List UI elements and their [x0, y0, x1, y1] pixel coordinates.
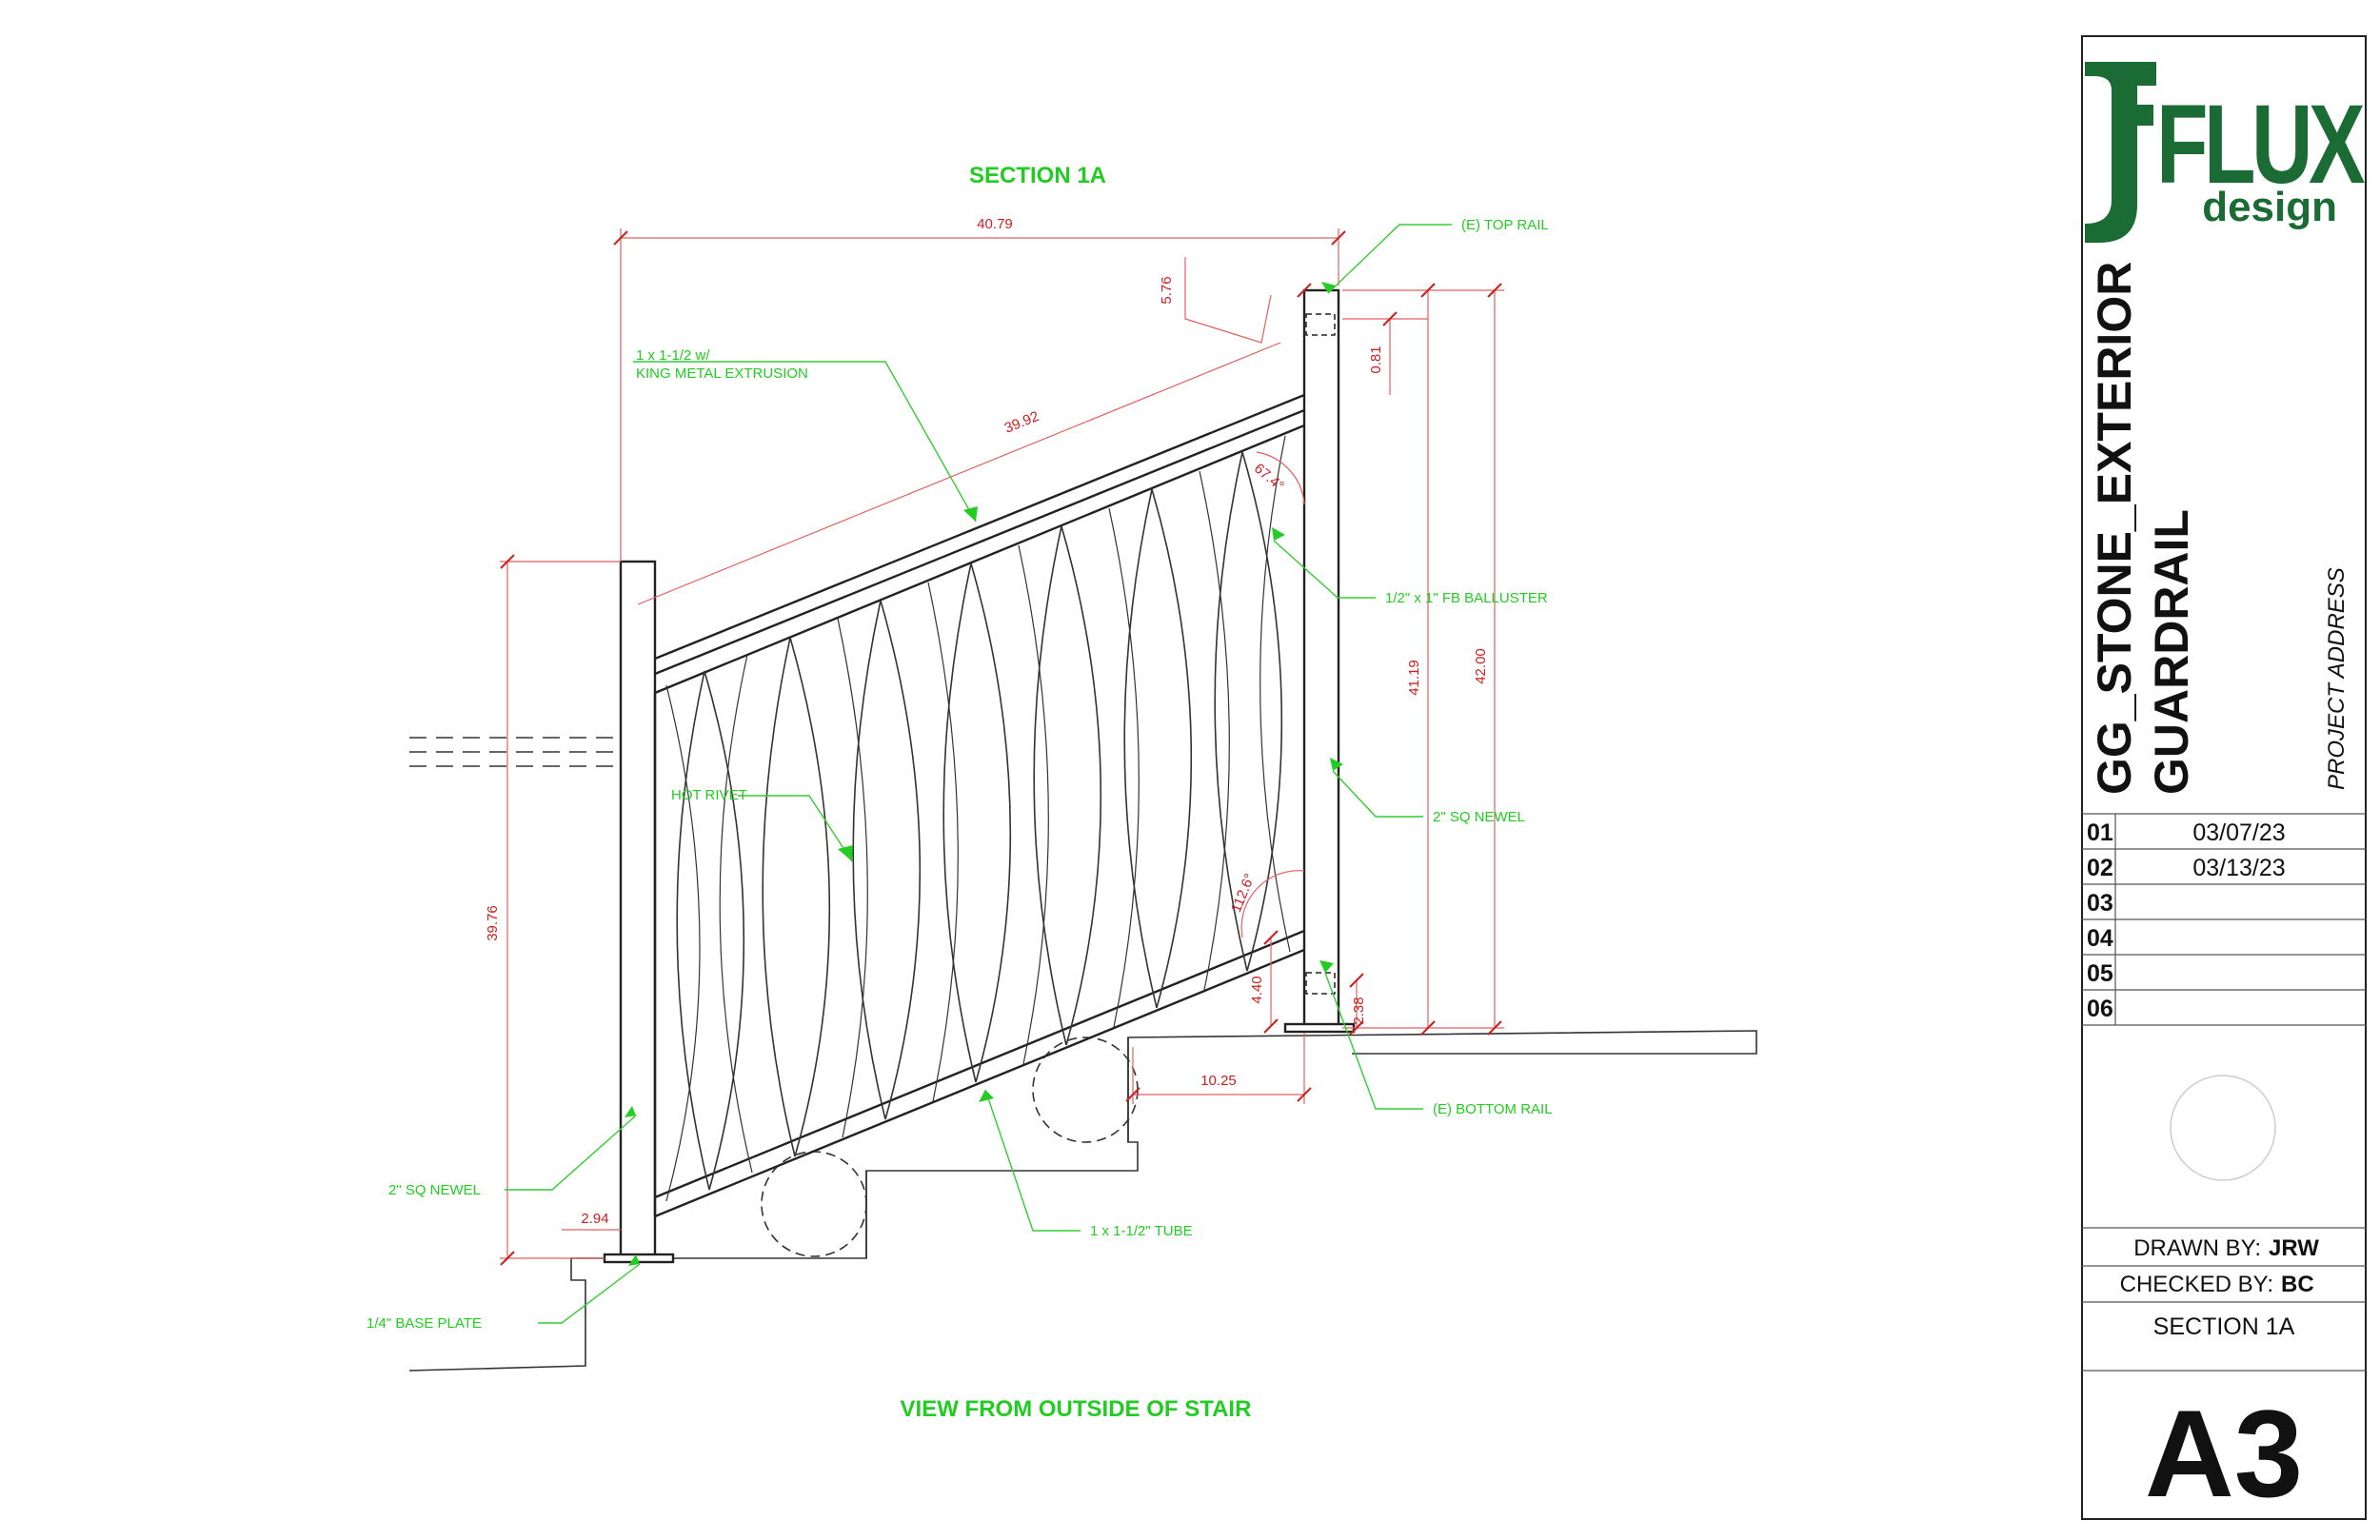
- checked-by-label: CHECKED BY:: [2120, 1272, 2273, 1297]
- revision-num: 05: [2087, 960, 2113, 987]
- dim-top-gap: 0.81: [1368, 346, 1384, 373]
- section-title: SECTION 1A: [969, 163, 1106, 188]
- dim-rail-length: 39.92: [1002, 408, 1041, 437]
- callout-newel-right: 2" SQ NEWEL: [1433, 809, 1525, 825]
- dimension-lines: [500, 228, 1504, 1259]
- dim-angle-top: 67.4°: [1251, 461, 1287, 495]
- logo-sub: design: [2202, 184, 2337, 230]
- revision-num: 03: [2087, 890, 2113, 917]
- revision-num: 02: [2087, 855, 2113, 881]
- callout-leaders: [505, 224, 1452, 1324]
- callout-baluster: 1/2" x 1" FB BALLUSTER: [1385, 590, 1548, 606]
- dim-left-height: 39.76: [485, 905, 501, 941]
- project-title-line2: GUARDRAIL: [2145, 509, 2198, 795]
- dim-top-offset: 5.76: [1159, 276, 1175, 304]
- balusters: [665, 435, 1291, 1202]
- dim-step-offset: 10.25: [1200, 1073, 1237, 1089]
- revision-rows: 01 03/07/23 02 03/13/23 03 04 05 06: [2087, 819, 2286, 1022]
- ground-linework: [408, 737, 1757, 1372]
- flux-logo: FLUX design: [2085, 62, 2370, 243]
- right-newel: [1302, 288, 1340, 1030]
- sheet-title: SECTION 1A: [2153, 1313, 2295, 1340]
- title-block: FLUX design GG_STONE_EXTERIOR GUARDRAIL …: [2081, 35, 2370, 1523]
- callout-arrowheads: [625, 282, 1343, 1266]
- callout-tube: 1 x 1-1/2" TUBE: [1090, 1223, 1193, 1239]
- callout-hot-rivet: HOT RIVET: [671, 787, 747, 803]
- callout-base-plate: 1/4" BASE PLATE: [367, 1315, 482, 1332]
- left-base-plate: [603, 1253, 675, 1264]
- project-address: PROJECT ADDRESS: [2324, 567, 2350, 790]
- dim-bottom-gap: 2.38: [1351, 997, 1367, 1024]
- dim-height-inner: 41.19: [1406, 660, 1422, 696]
- callout-labels: (E) TOP RAIL 1 x 1-1/2 w/ KING METAL EXT…: [367, 217, 1553, 1332]
- left-newel: [619, 560, 657, 1258]
- stamp-placeholder: [2170, 1075, 2276, 1181]
- dim-base-offset: 2.94: [581, 1211, 608, 1227]
- revision-date: 03/07/23: [2192, 819, 2285, 846]
- drawn-by-value: JRW: [2269, 1235, 2319, 1261]
- dim-height-total: 42.00: [1473, 648, 1489, 684]
- revision-num: 06: [2087, 996, 2113, 1022]
- guardrail: [603, 288, 1356, 1264]
- callout-newel-left: 2" SQ NEWEL: [388, 1182, 481, 1198]
- revision-date: 03/13/23: [2192, 855, 2285, 881]
- callout-extrusion-line1: 1 x 1-1/2 w/: [636, 347, 710, 364]
- dimension-ticks: [500, 230, 1502, 1266]
- callout-top-rail: (E) TOP RAIL: [1461, 217, 1549, 233]
- callout-bottom-rail: (E) BOTTOM RAIL: [1433, 1101, 1553, 1117]
- logo-main: FLUX: [2156, 82, 2365, 207]
- revision-num: 04: [2087, 925, 2113, 952]
- drawn-by-label: DRAWN BY:: [2133, 1235, 2261, 1261]
- sheet-number: A3: [2145, 1384, 2303, 1523]
- callout-extrusion-line2: KING METAL EXTRUSION: [636, 365, 808, 382]
- view-title: VIEW FROM OUTSIDE OF STAIR: [901, 1396, 1252, 1422]
- dim-width-overall: 40.79: [977, 216, 1013, 232]
- revision-table: [2082, 813, 2366, 1026]
- checked-by-value: BC: [2281, 1272, 2314, 1297]
- revision-num: 01: [2087, 819, 2113, 846]
- dim-bottom-clear: 4.40: [1249, 976, 1265, 1003]
- project-title-line1: GG_STONE_EXTERIOR: [2088, 262, 2141, 795]
